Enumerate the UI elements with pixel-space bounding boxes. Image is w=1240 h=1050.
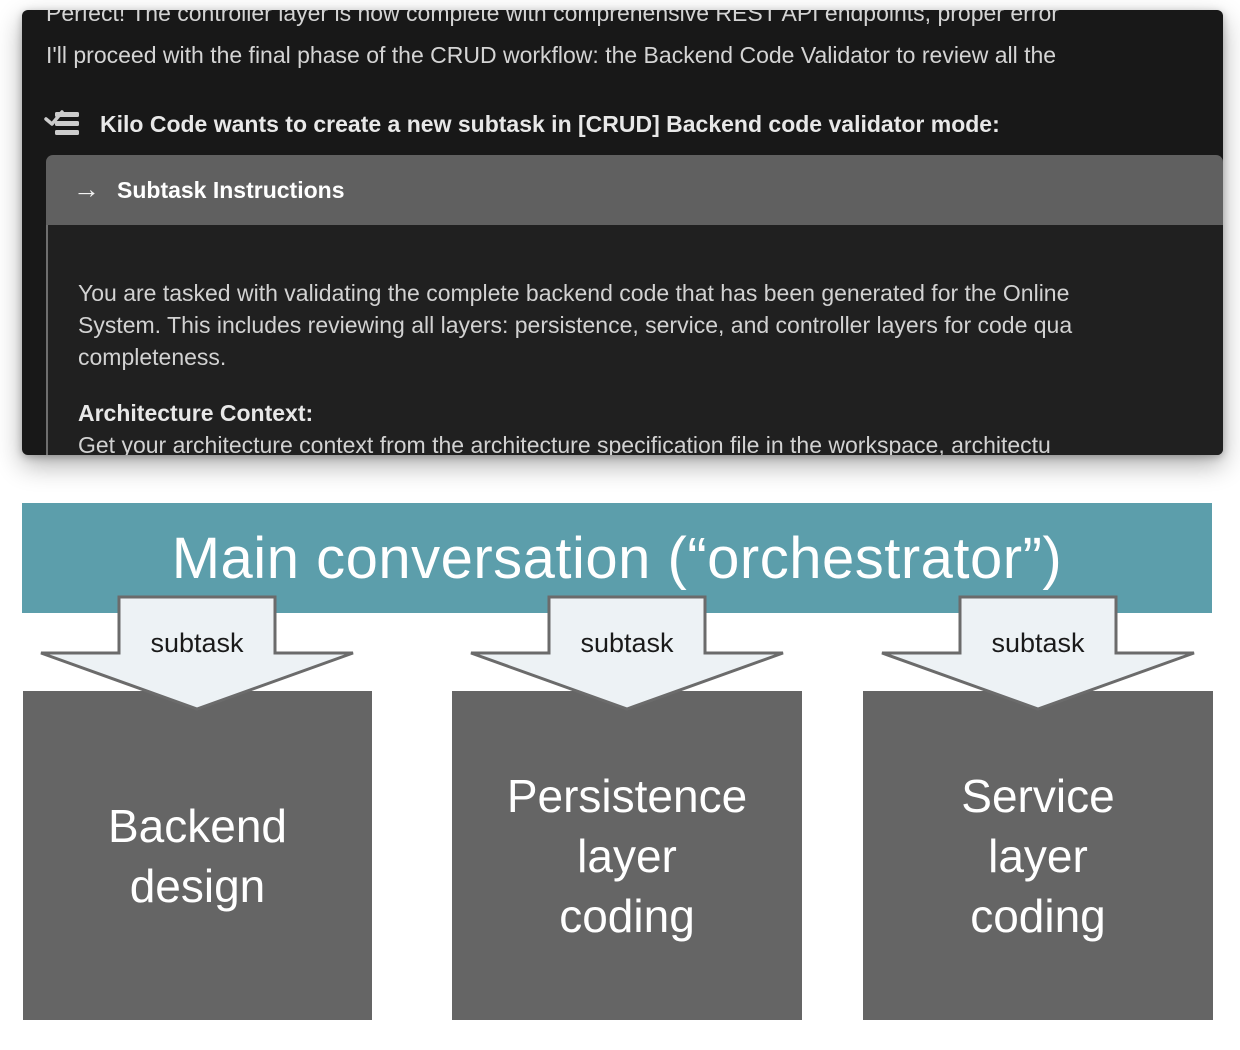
- box-label: Service layer coding: [961, 769, 1115, 942]
- subtask-instructions-panel: → Subtask Instructions You are tasked wi…: [46, 155, 1223, 455]
- instructions-text-line: You are tasked with validating the compl…: [78, 280, 1070, 306]
- subtask-arrow-label: subtask: [580, 628, 674, 658]
- subtask-prompt: Kilo Code wants to create a new subtask …: [100, 110, 1000, 137]
- instructions-text-line: completeness.: [78, 344, 227, 370]
- chat-message-line: Perfect! The controller layer is now com…: [46, 10, 1059, 26]
- subtask-box-persistence-layer-coding: Persistence layer coding: [452, 691, 802, 1020]
- instructions-text-line: Get your architecture context from the a…: [78, 432, 1051, 455]
- subtask-instructions-body: You are tasked with validating the compl…: [46, 225, 1223, 455]
- architecture-context-heading: Architecture Context:: [78, 400, 314, 426]
- chat-message-line: I'll proceed with the final phase of the…: [46, 42, 1057, 68]
- checklist-icon: [44, 109, 82, 139]
- subtask-arrow-icon: [40, 595, 354, 711]
- box-label: Persistence layer coding: [506, 769, 748, 942]
- instructions-text-line: System. This includes reviewing all laye…: [78, 312, 1073, 338]
- box-label: Backend design: [107, 799, 287, 912]
- subtask-arrow-label: subtask: [150, 628, 244, 658]
- subtask-box-service-layer-coding: Service layer coding: [863, 691, 1213, 1020]
- arrow-right-icon: →: [73, 173, 100, 204]
- chat-screenshot: Perfect! The controller layer is now com…: [22, 10, 1223, 455]
- subtask-prompt-row: Kilo Code wants to create a new subtask …: [44, 109, 1000, 139]
- subtask-instructions-header[interactable]: → Subtask Instructions: [46, 155, 1223, 225]
- subtask-arrow-label: subtask: [991, 628, 1085, 658]
- subtask-arrow-icon: [470, 595, 784, 711]
- subtask-instructions-title: Subtask Instructions: [117, 176, 345, 203]
- subtask-box-backend-design: Backend design: [23, 691, 372, 1020]
- orchestrator-banner: Main conversation (“orchestrator”): [22, 503, 1212, 613]
- orchestrator-banner-label: Main conversation (“orchestrator”): [171, 525, 1063, 591]
- subtask-arrow-icon: [881, 595, 1195, 711]
